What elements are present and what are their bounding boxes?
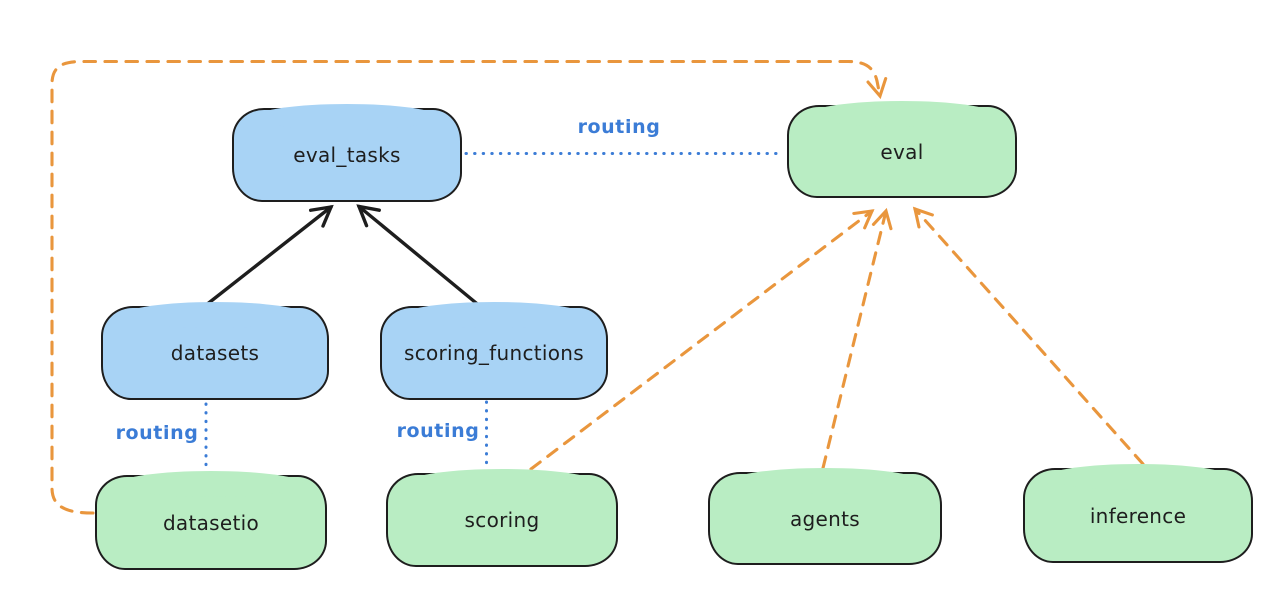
node-datasets: datasets — [101, 302, 329, 400]
node-scoring: scoring — [386, 469, 618, 567]
node-scoring-label: scoring — [464, 508, 540, 532]
edge-agents-eval — [821, 207, 893, 470]
edge-label-routing-evaltasks-eval: routing — [577, 116, 661, 138]
node-eval-label: eval — [880, 139, 924, 164]
node-scoring-functions: scoring_functions — [380, 302, 608, 400]
edge-label-routing-datasets-datasetio: routing — [115, 422, 199, 444]
edge-datasets-evaltasks — [199, 204, 334, 311]
node-scoring-functions-label: scoring_functions — [403, 341, 585, 365]
edge-scoringfunctions-evaltasks — [356, 204, 483, 309]
edge-datasetio-eval — [50, 59, 888, 515]
node-inference-label: inference — [1089, 503, 1187, 528]
node-inference: inference — [1023, 464, 1253, 563]
node-eval: eval — [787, 101, 1017, 198]
node-datasets-label: datasets — [170, 341, 260, 365]
node-eval-tasks: eval_tasks — [232, 104, 462, 202]
edge-inference-eval — [912, 206, 1145, 466]
node-agents: agents — [708, 468, 942, 565]
node-datasetio: datasetio — [95, 471, 327, 570]
node-datasetio-label: datasetio — [162, 510, 260, 535]
node-agents-label: agents — [790, 506, 860, 531]
edge-label-routing-scoringfunctions-scoring: routing — [396, 420, 480, 442]
node-eval-tasks-label: eval_tasks — [293, 143, 401, 167]
